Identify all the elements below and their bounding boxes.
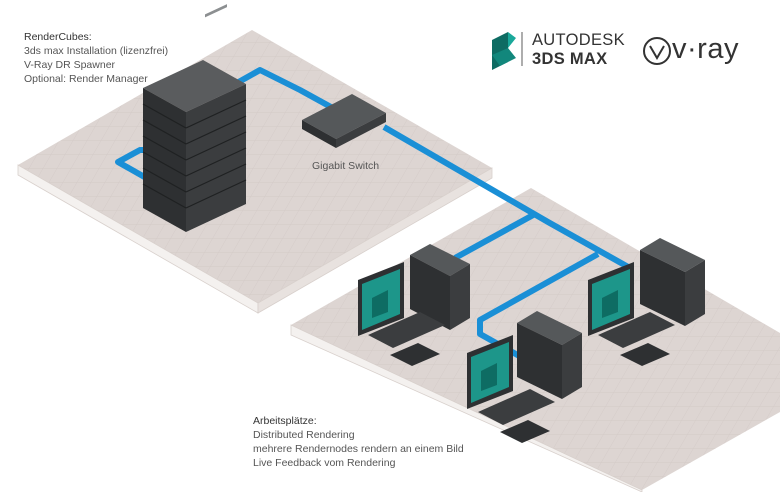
autodesk-product-text: 3DS MAX <box>532 50 608 68</box>
cable-branch-ws1 <box>453 211 537 261</box>
vray-brand-text: v·ray <box>672 33 739 65</box>
autodesk-brand-text: AUTODESK <box>532 31 625 49</box>
server-rack <box>142 4 247 232</box>
workstations-title: Arbeitsplätze: <box>253 415 317 427</box>
rendercubes-info: RenderCubes: 3ds max Installation (lizen… <box>24 30 168 86</box>
workstations-info: Arbeitsplätze: Distributed Rendering meh… <box>253 414 464 470</box>
server-floor <box>17 30 493 314</box>
rendercubes-line-2: V-Ray DR Spawner <box>24 59 116 71</box>
workstation-2 <box>588 238 705 366</box>
cable-server-to-switch <box>226 67 342 115</box>
autodesk-logo-icon <box>492 32 523 70</box>
workstations-line-1: Distributed Rendering <box>253 429 355 441</box>
vray-logo-icon <box>643 37 671 65</box>
cable-switch-to-hub <box>382 124 632 271</box>
rendercubes-title: RenderCubes: <box>24 31 92 43</box>
switch-label: Gigabit Switch <box>312 160 380 172</box>
gigabit-switch <box>302 94 386 148</box>
rendercubes-line-3: Optional: Render Manager <box>24 73 148 85</box>
workstations-line-3: Live Feedback vom Rendering <box>253 457 396 469</box>
workstations-line-2: mehrere Rendernodes rendern an einem Bil… <box>253 443 464 455</box>
rendercubes-line-1: 3ds max Installation (lizenzfrei) <box>24 45 169 57</box>
workstation-1 <box>358 244 470 366</box>
workstation-3 <box>467 311 582 443</box>
